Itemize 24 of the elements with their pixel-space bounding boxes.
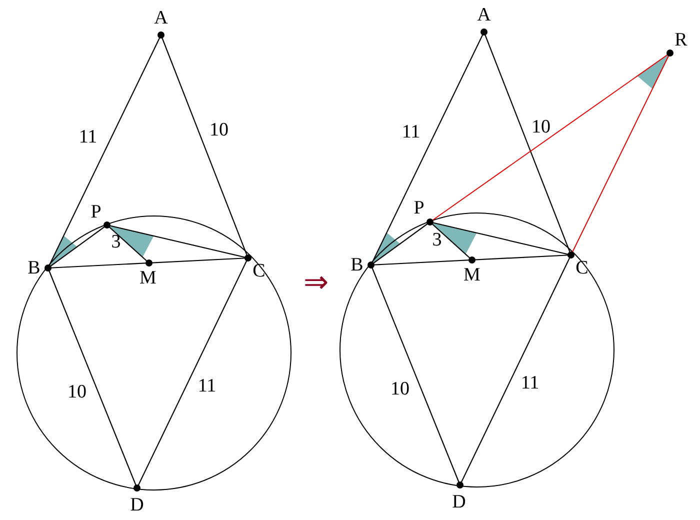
point-label: B <box>350 256 364 274</box>
point-label: R <box>674 30 688 50</box>
point-label: A <box>154 8 168 28</box>
point-label: C <box>576 258 588 278</box>
point-label: D <box>452 492 466 512</box>
point-label: D <box>130 496 144 514</box>
point-label: P <box>414 198 424 218</box>
length-label: 10 <box>210 120 228 140</box>
point-label: M <box>464 266 480 284</box>
length-label: 11 <box>402 122 420 142</box>
length-label: 11 <box>520 374 540 392</box>
length-label: 3 <box>432 230 442 250</box>
length-label: 10 <box>390 380 410 398</box>
point-label: P <box>90 202 102 222</box>
point-label: M <box>140 268 156 288</box>
point-label: B <box>28 258 40 278</box>
length-label: 11 <box>78 128 98 146</box>
implies-arrow: ⇒ <box>304 268 328 298</box>
point-label: C <box>252 262 266 280</box>
length-label: 10 <box>532 118 550 136</box>
length-label: 11 <box>198 376 216 396</box>
length-label: 3 <box>111 232 121 252</box>
length-label: 10 <box>68 382 86 402</box>
point-label: A <box>477 6 491 24</box>
